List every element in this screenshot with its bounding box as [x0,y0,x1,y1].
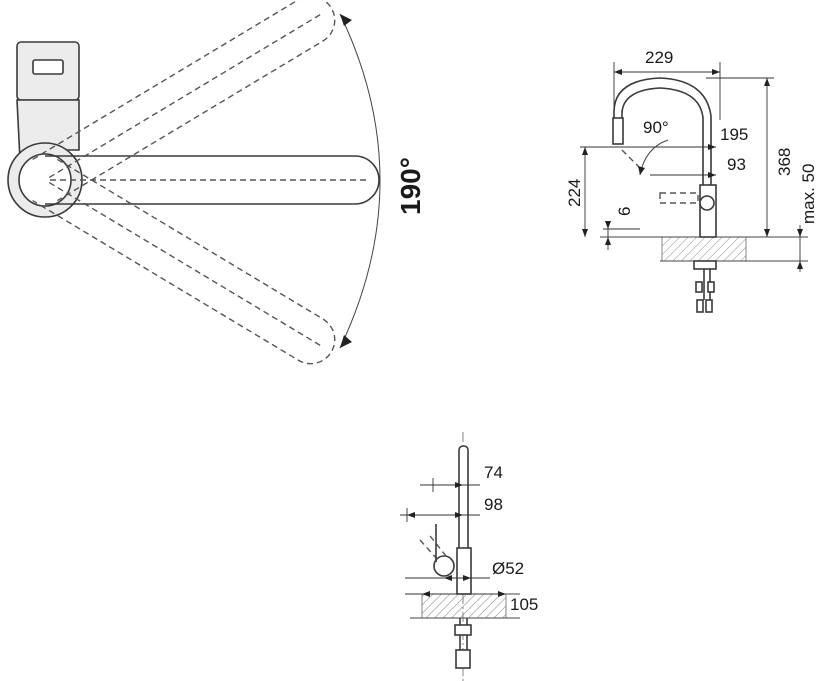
d2-label: 98 [484,495,503,514]
total-height-label: 368 [775,148,794,176]
small-label: 6 [615,207,634,216]
rotation-arc [339,13,381,349]
top-view-spout-rotated-down [32,158,336,365]
top-view: 190° [7,0,426,365]
top-view-spout-rotated-up [32,0,336,202]
hole-label: 105 [510,595,538,614]
width-label: 229 [645,48,673,67]
counter-label: max. 50 [799,164,818,224]
top-view-spout [45,155,380,205]
reach-label: 195 [720,125,748,144]
diameter-label: Ø52 [492,559,524,578]
front-counter [421,593,507,619]
front-body [456,547,472,595]
counter-top [661,236,747,262]
angle-label: 90° [643,118,669,137]
side-view: 229 90° 195 93 224 6 368 [565,48,818,313]
side-body [699,184,717,238]
front-view: 74 98 Ø52 105 [400,432,538,681]
d1-label: 74 [484,463,503,482]
side-spout [613,77,712,200]
offset-label: 93 [727,155,746,174]
rotation-label: 190° [395,157,426,215]
spout-height-label: 224 [565,179,584,207]
